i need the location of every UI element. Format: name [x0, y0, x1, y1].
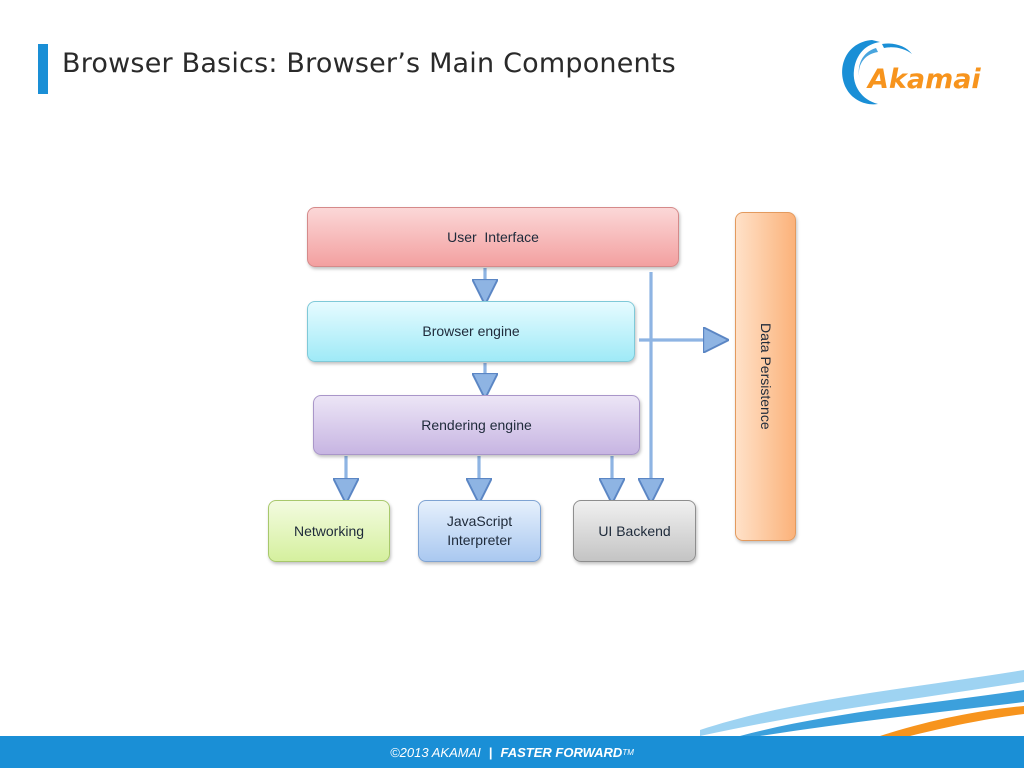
- decorative-swoosh: [700, 670, 1024, 736]
- node-user-interface: User Interface: [307, 207, 679, 267]
- node-ui-backend-label: UI Backend: [598, 522, 671, 539]
- logo-wordmark: Akamai: [866, 64, 981, 95]
- footer-tagline: FASTER FORWARD: [500, 744, 623, 760]
- footer-trademark: TM: [622, 747, 634, 757]
- node-js-label-line1: JavaScript: [446, 513, 513, 530]
- node-javascript-interpreter-label: JavaScript Interpreter: [447, 512, 512, 550]
- node-user-interface-label: User Interface: [447, 228, 539, 245]
- footer-separator: |: [488, 744, 493, 760]
- node-javascript-interpreter: JavaScript Interpreter: [418, 500, 541, 562]
- node-data-persistence-label: Data Persistence: [757, 323, 774, 430]
- node-data-persistence: Data Persistence: [735, 212, 796, 541]
- node-ui-backend: UI Backend: [573, 500, 696, 562]
- node-browser-engine: Browser engine: [307, 301, 635, 362]
- akamai-logo: Akamai: [842, 40, 981, 105]
- slide-title: Browser Basics: Browser’s Main Component…: [62, 48, 676, 79]
- node-networking-label: Networking: [293, 522, 365, 539]
- node-rendering-engine: Rendering engine: [313, 395, 640, 455]
- node-js-label-line2: Interpreter: [447, 532, 512, 548]
- title-accent-bar: [38, 44, 48, 94]
- node-networking: Networking: [268, 500, 390, 562]
- node-rendering-engine-label: Rendering engine: [421, 416, 532, 433]
- node-browser-engine-label: Browser engine: [422, 323, 520, 340]
- footer-copyright: ©2013 AKAMAI: [390, 744, 481, 760]
